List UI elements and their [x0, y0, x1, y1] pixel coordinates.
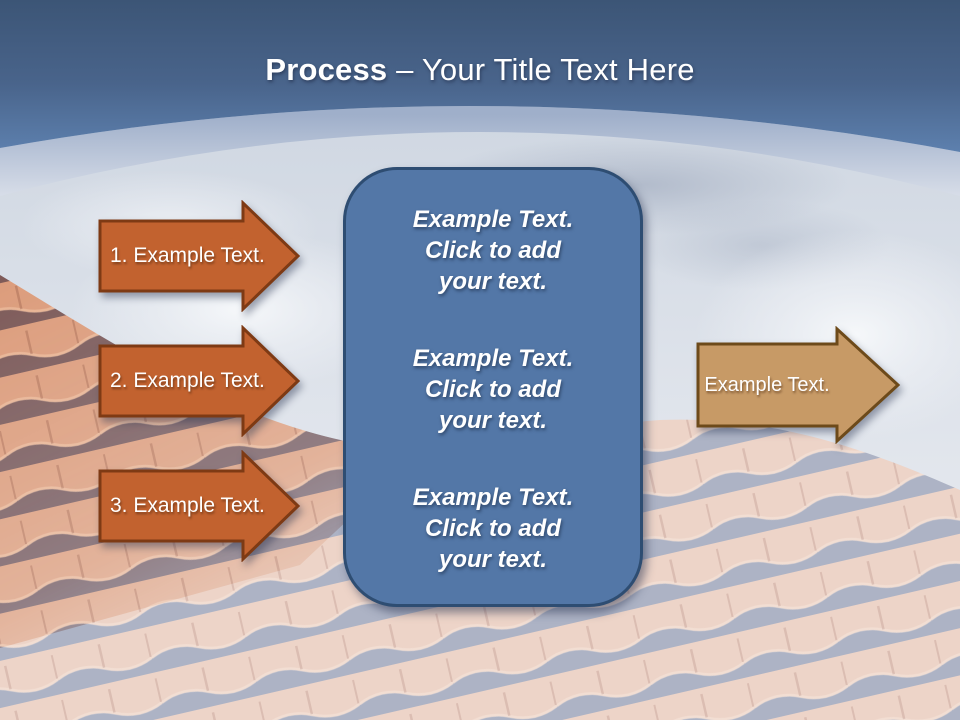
content-line: your text. [438, 407, 547, 434]
content-line: Example Text. [412, 484, 574, 511]
content-block-2: Example Text. Click to add your text. [413, 343, 574, 436]
content-line: Example Text. [412, 345, 574, 372]
right-arrow-shape [98, 200, 301, 312]
content-line: Click to add [424, 515, 561, 542]
content-block-1: Example Text. Click to add your text. [413, 204, 574, 297]
curved-band [0, 105, 960, 196]
right-arrow-shape [696, 326, 901, 444]
content-box[interactable]: Example Text. Click to add your text. Ex… [343, 167, 643, 607]
content-block-3: Example Text. Click to add your text. [413, 482, 574, 575]
process-result-arrow[interactable]: Example Text. [695, 326, 901, 444]
right-arrow-shape [98, 325, 301, 437]
content-line: your text. [438, 546, 547, 573]
process-step-arrow-1[interactable]: 1. Example Text. [97, 200, 301, 312]
slide-title-rest: – Your Title Text Here [387, 52, 695, 87]
process-step-arrow-2[interactable]: 2. Example Text. [97, 325, 301, 437]
slide-title-lead: Process [265, 52, 388, 87]
content-line: Example Text. [412, 206, 574, 233]
process-step-arrow-3[interactable]: 3. Example Text. [97, 450, 301, 562]
content-line: Click to add [424, 376, 561, 403]
content-line: Click to add [424, 237, 561, 264]
slide-title[interactable]: Process – Your Title Text Here [0, 52, 960, 100]
right-arrow-shape [98, 450, 301, 562]
header-band [0, 0, 960, 152]
content-line: your text. [438, 268, 547, 295]
